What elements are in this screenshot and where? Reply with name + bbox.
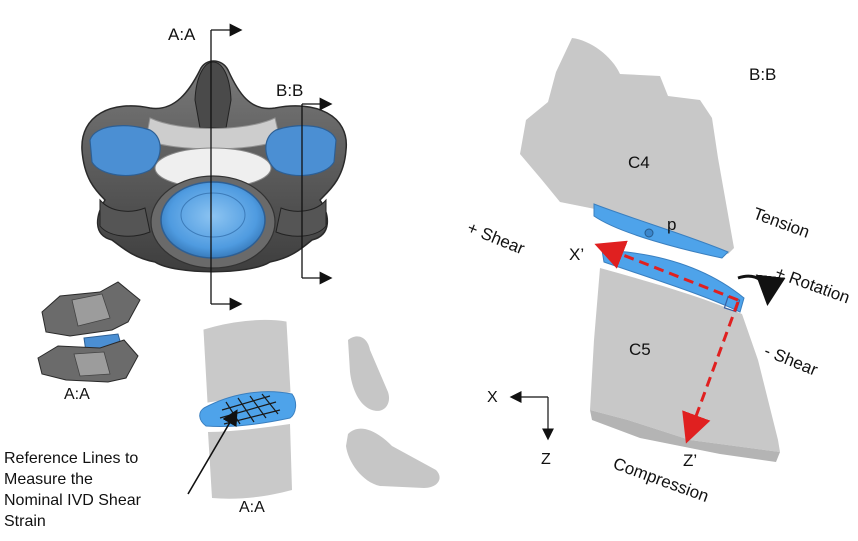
label-plus-rotation: + Rotation xyxy=(773,263,853,308)
c5-endplate xyxy=(601,249,745,313)
rotation-arrow xyxy=(737,274,786,306)
c4-vertebra xyxy=(520,38,734,254)
label-x-prime: X’ xyxy=(569,245,584,264)
section-line-aa xyxy=(210,23,243,311)
left-facet xyxy=(89,125,161,177)
global-axes xyxy=(509,391,554,441)
label-c5: C5 xyxy=(629,340,651,359)
label-axis-z: Z xyxy=(541,451,551,468)
lower-facet-bone xyxy=(346,428,440,488)
spinous-process xyxy=(194,61,232,129)
label-minus-shear: - Shear xyxy=(762,341,821,380)
right-transverse-process xyxy=(275,198,327,237)
lower-vertebral-body xyxy=(208,424,292,499)
label-point-p: p xyxy=(667,215,676,234)
c4-endplate xyxy=(593,203,729,259)
lateral-section-bb xyxy=(520,38,786,462)
axial-vertebra xyxy=(81,60,347,273)
c5-shadow xyxy=(590,410,780,462)
disc-nucleus xyxy=(180,192,246,238)
reference-lines-annotation: Reference Lines to Measure the Nominal I… xyxy=(4,450,141,530)
upper-vertebral-body xyxy=(203,319,291,403)
label-axis-x: X xyxy=(487,389,498,406)
x-prime-axis xyxy=(594,240,739,302)
point-p-marker xyxy=(644,228,654,238)
sagittal-section-aa xyxy=(199,319,440,499)
left-transverse-process xyxy=(99,198,151,237)
c5-vertebra xyxy=(590,268,780,452)
section-line-bb xyxy=(301,97,333,285)
reference-lines-pointer xyxy=(187,409,238,495)
label-section-bb-right: B:B xyxy=(749,65,776,84)
label-z-prime: Z’ xyxy=(683,451,697,470)
small-vertebra-segment xyxy=(37,281,141,383)
intervertebral-disc-axial xyxy=(160,181,266,259)
label-section-aa-small: A:A xyxy=(64,386,90,403)
label-plus-shear: + Shear xyxy=(465,218,528,258)
label-tension: Tension xyxy=(751,204,813,242)
label-section-bb-top: B:B xyxy=(276,81,303,100)
label-section-aa-bottom: A:A xyxy=(239,499,265,516)
label-section-aa-top: A:A xyxy=(168,25,196,44)
label-c4: C4 xyxy=(628,153,650,172)
right-facet xyxy=(265,125,337,177)
z-prime-axis xyxy=(682,301,740,444)
upper-facet-bone xyxy=(348,336,390,411)
